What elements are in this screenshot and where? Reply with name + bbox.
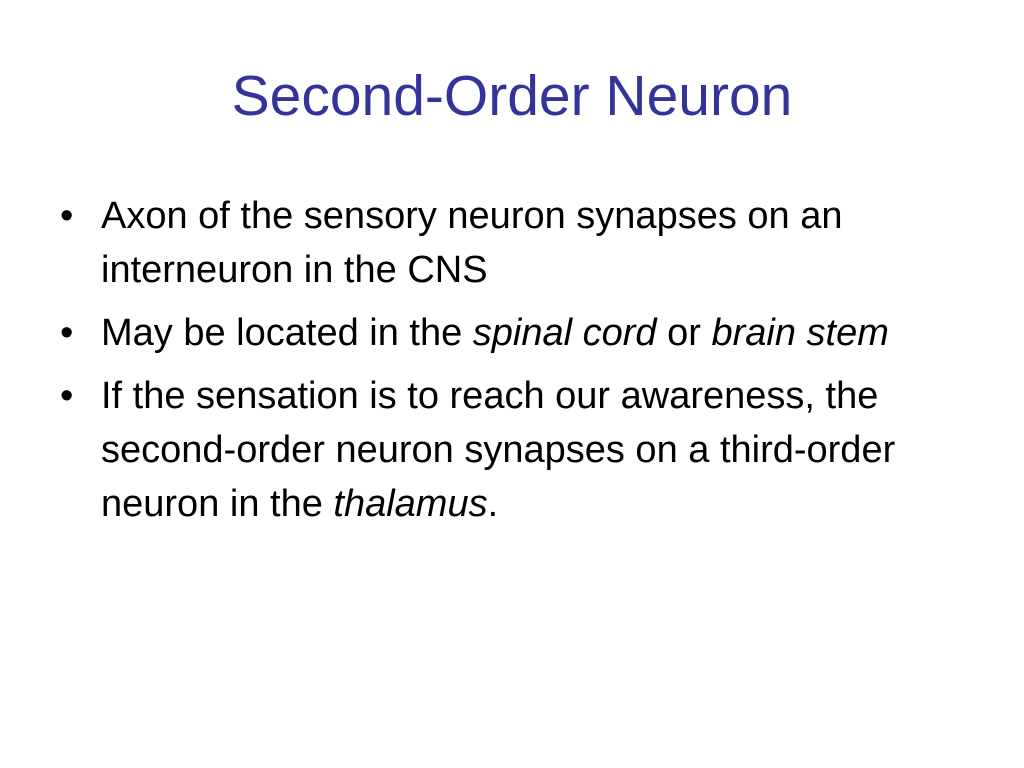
bullet-item-3: • If the sensation is to reach our aware… (60, 369, 970, 531)
bullet-3-text-b: . (487, 483, 499, 525)
bullet-list: • Axon of the sensory neuron synapses on… (60, 189, 970, 540)
bullet-item-2: • May be located in the spinal cord or b… (60, 306, 970, 360)
bullet-dot-icon: • (60, 312, 74, 354)
bullet-3-text-a: If the sensation is to reach our awarene… (101, 375, 896, 525)
bullet-dot-icon: • (60, 375, 74, 417)
bullet-2-term-brain-stem: brain stem (711, 312, 889, 354)
bullet-item-1: • Axon of the sensory neuron synapses on… (60, 189, 970, 297)
bullet-2-term-spinal-cord: spinal cord (472, 312, 657, 354)
bullet-2-text-b: or (656, 312, 712, 354)
bullet-2-text-a: May be located in the (101, 312, 473, 354)
bullet-1-text: Axon of the sensory neuron synapses on a… (101, 195, 843, 291)
bullet-dot-icon: • (60, 195, 74, 237)
slide-title: Second-Order Neuron (231, 64, 793, 128)
bullet-3-term-thalamus: thalamus (333, 483, 488, 525)
